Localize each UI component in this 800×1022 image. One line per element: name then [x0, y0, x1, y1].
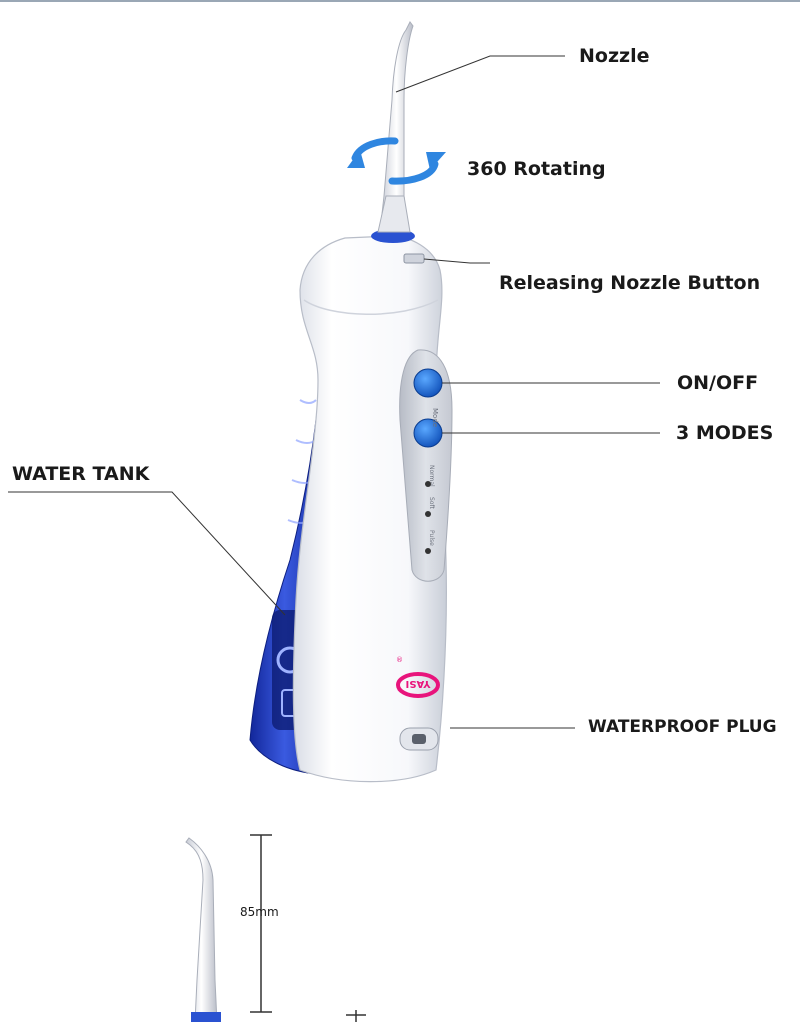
- mode-indicators: Normal Soft Pulse: [425, 465, 435, 554]
- on-off-button: [413, 368, 443, 398]
- label-on-off: ON/OFF: [677, 372, 759, 394]
- label-water-tank: WATER TANK: [12, 463, 150, 485]
- brand-logo-text: YASI: [406, 678, 432, 689]
- label-360-rotating: 360 Rotating: [467, 158, 606, 180]
- control-panel: [399, 349, 453, 582]
- leader-lines: [8, 55, 660, 729]
- label-nozzle-length: 85mm: [240, 905, 279, 919]
- mode-pulse-label: Pulse: [428, 530, 435, 546]
- svg-text:®: ®: [396, 656, 403, 664]
- release-button: [403, 253, 425, 264]
- label-releasing-nozzle-button: Releasing Nozzle Button: [499, 272, 761, 294]
- dimension-marker: [250, 834, 366, 1022]
- nozzle-base: [377, 195, 411, 233]
- label-waterproof-plug: WATERPROOF PLUG: [588, 717, 777, 737]
- brand-logo: YASI ®: [396, 656, 440, 698]
- label-3-modes: 3 MODES: [676, 422, 774, 444]
- plug-slot: [412, 734, 426, 744]
- top-border: [0, 0, 800, 2]
- mode-soft-label: Soft: [428, 497, 435, 509]
- head-seam: [303, 299, 439, 315]
- label-nozzle: Nozzle: [579, 45, 650, 67]
- rotate-arrowhead-left: [347, 150, 365, 168]
- spare-nozzle-base: [191, 1012, 221, 1022]
- nozzle: [379, 21, 414, 233]
- spare-nozzle: [185, 837, 218, 1022]
- mode-button-label: Mode: [431, 408, 439, 427]
- rotate-arrowhead-right: [426, 152, 446, 170]
- mode-normal-label: Normal: [428, 465, 435, 487]
